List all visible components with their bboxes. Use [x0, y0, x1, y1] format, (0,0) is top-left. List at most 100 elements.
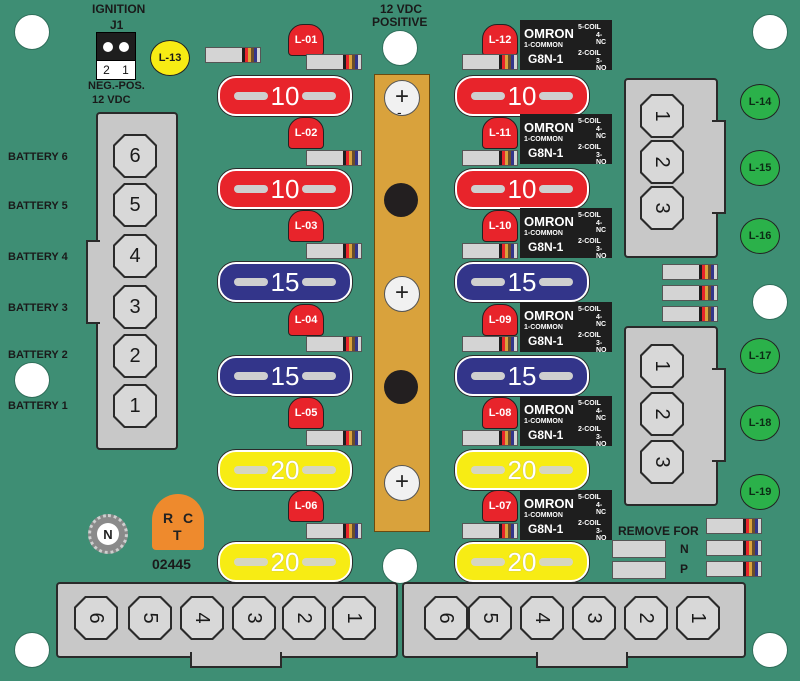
bottom-pin-right[interactable]: 6 [424, 596, 468, 640]
relay-nc: 4-NC [596, 314, 607, 328]
led-left: L-04 [288, 304, 324, 336]
side-pin-bottom[interactable]: 3 [640, 440, 684, 484]
j1-connector[interactable] [96, 32, 136, 62]
pin-face [182, 598, 222, 638]
pin-face [642, 442, 682, 482]
fuse-slot [234, 466, 268, 474]
side-pin-top[interactable]: 3 [640, 186, 684, 230]
pin-face [115, 336, 155, 376]
bus-terminal-plus[interactable]: + [384, 80, 420, 116]
bus-terminal[interactable] [384, 183, 418, 217]
diode-band [702, 286, 705, 300]
bottom-pin-left[interactable]: 2 [282, 596, 326, 640]
led-label: L-01 [294, 34, 318, 46]
mount-hole [14, 14, 50, 50]
fuse-blue[interactable]: 15 [455, 262, 589, 302]
diode-band [499, 524, 502, 538]
n-badge-inner: N [97, 523, 119, 545]
diode-band [743, 519, 746, 533]
fuse-red[interactable]: 10 [455, 169, 589, 209]
fuse-red[interactable]: 10 [455, 76, 589, 116]
bus-terminal[interactable] [384, 370, 418, 404]
fuse-yellow[interactable]: 20 [455, 542, 589, 582]
fuse-blue[interactable]: 15 [455, 356, 589, 396]
bottom-pin-left[interactable]: 5 [128, 596, 172, 640]
fuse-slot [539, 278, 573, 286]
fuse-blue[interactable]: 15 [218, 262, 352, 302]
battery-pin[interactable]: 4 [113, 234, 157, 278]
fuse-slot [471, 278, 505, 286]
bottom-pin-left[interactable]: 3 [232, 596, 276, 640]
led-label: L-16 [748, 230, 772, 242]
bottom-pin-number: 1 [343, 612, 366, 624]
fuse-yellow[interactable]: 20 [218, 542, 352, 582]
fuse-rating: 20 [507, 546, 537, 577]
side-pin-top[interactable]: 1 [640, 94, 684, 138]
bus-terminal-plus[interactable]: + [384, 465, 420, 501]
bottom-pin-right[interactable]: 3 [572, 596, 616, 640]
mount-hole [752, 14, 788, 50]
diode-band [511, 151, 514, 165]
bottom-pin-right[interactable]: 2 [624, 596, 668, 640]
led-label: L-12 [488, 34, 512, 46]
pin-face [115, 236, 155, 276]
side-pin-number: 2 [651, 408, 674, 420]
diode-band [355, 55, 358, 69]
led-left: L-02 [288, 117, 324, 149]
bottom-pin-left[interactable]: 4 [180, 596, 224, 640]
jumper-pad-n[interactable] [612, 540, 666, 558]
diode-band [242, 48, 245, 62]
battery-pin[interactable]: 5 [113, 183, 157, 227]
diode [462, 336, 518, 352]
diode-band [254, 48, 257, 62]
bottom-pin-right[interactable]: 5 [468, 596, 512, 640]
battery-pin[interactable]: 2 [113, 334, 157, 378]
fuse-yellow[interactable]: 20 [218, 450, 352, 490]
battery-pin[interactable]: 6 [113, 134, 157, 178]
relay-common: 1-COMMON [524, 324, 563, 331]
battery-pin[interactable]: 3 [113, 285, 157, 329]
bottom-pin-number: 4 [191, 612, 214, 624]
bottom-pin-left[interactable]: 1 [332, 596, 376, 640]
side-pin-bottom[interactable]: 2 [640, 392, 684, 436]
diode-band [511, 337, 514, 351]
fuse-red[interactable]: 10 [218, 76, 352, 116]
remove-for-label: REMOVE FOR [618, 524, 699, 538]
mount-hole [14, 632, 50, 668]
diode-band [349, 524, 352, 538]
diode [306, 243, 362, 259]
fuse-blue[interactable]: 15 [218, 356, 352, 396]
diode-band [251, 48, 254, 62]
relay-coil2: 2-COIL [578, 332, 601, 339]
fuse-slot [234, 92, 268, 100]
diode [306, 54, 362, 70]
bottom-pin-right[interactable]: 4 [520, 596, 564, 640]
fuse-red[interactable]: 10 [218, 169, 352, 209]
side-pin-number: 2 [651, 156, 674, 168]
relay-no: 3-NO [596, 528, 607, 542]
jumper-pad-p[interactable] [612, 561, 666, 579]
relay-brand: OMRON [524, 26, 574, 41]
diode-band [743, 562, 746, 576]
side-pin-number: 1 [651, 360, 674, 372]
j1-pin1-label: 1 [122, 63, 129, 77]
relay-common: 1-COMMON [524, 42, 563, 49]
bottom-pin-number: 3 [243, 612, 266, 624]
diode-band [349, 337, 352, 351]
side-pin-top[interactable]: 2 [640, 140, 684, 184]
diode-band [343, 151, 346, 165]
fuse-yellow[interactable]: 20 [455, 450, 589, 490]
battery-pin[interactable]: 1 [113, 384, 157, 428]
bus-terminal-plus[interactable]: + [384, 276, 420, 312]
fuse-slot [539, 466, 573, 474]
side-pin-bottom[interactable]: 1 [640, 344, 684, 388]
part-number: 02445 [152, 556, 191, 572]
bottom-pin-left[interactable]: 6 [74, 596, 118, 640]
bottom-pin-right[interactable]: 1 [676, 596, 720, 640]
